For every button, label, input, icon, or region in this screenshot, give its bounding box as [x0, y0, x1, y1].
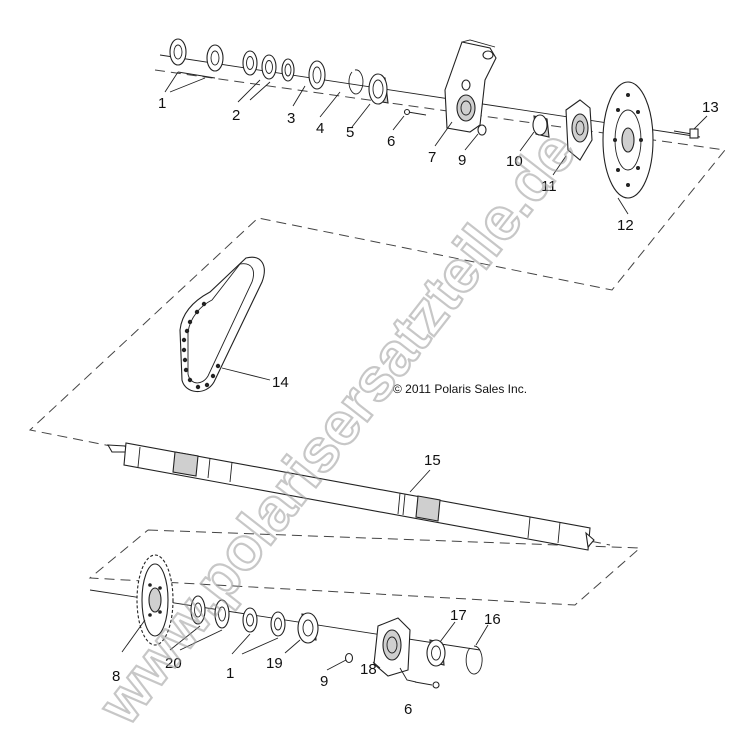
callout-20: 20 [165, 655, 182, 672]
part-18-bearing-housing [373, 617, 411, 677]
callout-labels: 1 2 3 4 5 6 7 9 10 11 12 13 14 15 8 20 1… [112, 95, 719, 718]
part-9-nut-bottom [344, 652, 354, 664]
part-4-snap-ring [348, 69, 364, 95]
part-14-chain [179, 256, 265, 393]
callout-17: 17 [450, 607, 467, 624]
part-19-bearing [297, 612, 319, 644]
part-8-sprocket [136, 554, 174, 646]
callout-9-top: 9 [458, 152, 466, 169]
callout-8: 8 [112, 668, 120, 685]
part-20-washers [190, 595, 230, 629]
part-1-nuts-bottom [242, 607, 286, 637]
callout-10: 10 [506, 153, 523, 170]
callout-1-bottom: 1 [226, 665, 234, 682]
callout-11: 11 [541, 178, 557, 195]
part-4-washer [308, 60, 326, 90]
callout-6-top: 6 [387, 133, 395, 150]
callout-19: 19 [266, 655, 283, 672]
callout-14: 14 [272, 374, 289, 391]
callout-2: 2 [232, 107, 240, 124]
part-6-bolt-bottom [414, 681, 440, 689]
part-5-bearing [368, 73, 389, 105]
callout-12: 12 [617, 217, 634, 234]
boundary-bottom [88, 529, 642, 606]
callout-3: 3 [287, 110, 295, 127]
callout-16: 16 [484, 611, 501, 628]
callout-13: 13 [702, 99, 719, 116]
callout-6-bottom: 6 [404, 701, 412, 718]
callout-1-top: 1 [158, 95, 166, 112]
part-1-nuts-top [169, 38, 224, 72]
part-15-drive-shaft [107, 442, 595, 551]
leader-lines [121, 71, 708, 683]
part-2-washers [242, 50, 277, 80]
callout-5: 5 [346, 124, 354, 141]
part-17-spacer [426, 639, 446, 667]
callout-7: 7 [428, 149, 436, 166]
part-10-spacer [532, 114, 550, 138]
callout-18: 18 [360, 661, 377, 678]
part-6-bolt-top [403, 108, 427, 116]
part-11-brake-hub [565, 99, 593, 161]
copyright-notice: © 2011 Polaris Sales Inc. [393, 382, 527, 396]
part-12-brake-disc [602, 81, 654, 199]
part-9-nut-top [477, 124, 487, 136]
part-16-snap-ring [465, 645, 483, 675]
callout-4: 4 [316, 120, 324, 137]
watermark-text: www.polarisersatzteile.de [85, 118, 589, 736]
callout-9-bottom: 9 [320, 673, 328, 690]
part-3-washer [281, 58, 295, 82]
part-7-bearing-carrier [444, 39, 497, 133]
callout-15: 15 [424, 452, 441, 469]
